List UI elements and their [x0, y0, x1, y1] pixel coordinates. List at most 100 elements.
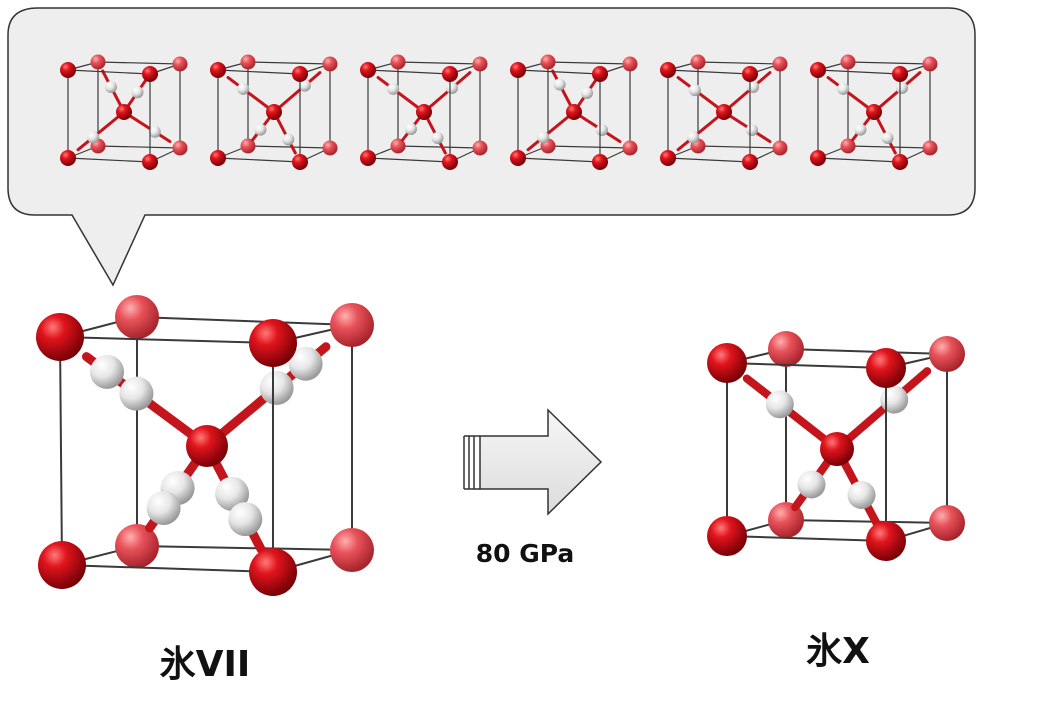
- hydrogen-atom: [431, 132, 444, 144]
- hydrogen-atom: [131, 86, 144, 99]
- oxygen-atom-center: [866, 104, 882, 120]
- oxygen-atom-back: [390, 54, 406, 70]
- oxygen-atom: [707, 343, 747, 383]
- cell-edge: [367, 157, 451, 163]
- hydrogen-atom: [90, 354, 125, 389]
- oxygen-atom-center: [266, 104, 282, 120]
- oxygen-atom: [810, 62, 826, 78]
- oxygen-atom-back: [115, 295, 159, 339]
- oh-bond: [376, 76, 426, 114]
- hydrogen-atom: [215, 476, 250, 511]
- oxygen-atom-back: [690, 54, 706, 70]
- oxygen-atom: [60, 150, 76, 166]
- cell-edge: [817, 69, 901, 75]
- oxygen-atom: [892, 154, 908, 170]
- oxygen-atom-center: [116, 104, 132, 120]
- oh-bond: [226, 76, 276, 114]
- oh-bond: [676, 76, 726, 114]
- oh-bond: [422, 71, 472, 114]
- oh-bond: [272, 71, 322, 114]
- cell-edge: [547, 61, 631, 65]
- callout-variants: [60, 54, 938, 170]
- oxygen-atom-back: [240, 138, 256, 154]
- oxygen-atom-back: [330, 528, 374, 572]
- hydrogen-atom: [237, 82, 250, 95]
- oxygen-atom: [592, 154, 608, 170]
- oxygen-atom-center: [820, 432, 854, 466]
- cell-edge: [67, 69, 151, 75]
- cell-edge: [847, 145, 931, 149]
- oxygen-atom-back: [840, 138, 856, 154]
- cell-edge: [847, 61, 931, 65]
- cell-edge: [697, 145, 781, 149]
- oxygen-atom-back: [772, 56, 788, 72]
- hydrogen-atom: [405, 123, 417, 135]
- cell-edge: [517, 157, 601, 163]
- oxygen-atom-back: [390, 138, 406, 154]
- oxygen-atom: [360, 150, 376, 166]
- hydrogen-atom: [537, 131, 550, 144]
- oxygen-atom-back: [172, 140, 188, 156]
- oh-bond: [872, 71, 922, 114]
- hydrogen-atom: [688, 84, 701, 97]
- oxygen-atom-back: [240, 54, 256, 70]
- oxygen-atom-back: [768, 331, 804, 367]
- oxygen-atom-back: [922, 140, 938, 156]
- hydrogen-atom: [254, 123, 267, 136]
- oxygen-atom: [707, 516, 747, 556]
- oxygen-atom: [892, 66, 908, 82]
- callout-shape: [7, 7, 976, 287]
- oxygen-atom: [292, 154, 308, 170]
- oxygen-atom: [249, 319, 297, 367]
- transition-arrow: [463, 408, 603, 516]
- oxygen-atom: [742, 154, 758, 170]
- oxygen-atom: [249, 548, 297, 596]
- oxygen-atom-back: [322, 140, 338, 156]
- cell-edge: [726, 535, 887, 542]
- hydrogen-atom: [228, 502, 263, 537]
- oh-bond: [676, 110, 726, 152]
- oxygen-atom: [510, 62, 526, 78]
- callout-bubble: [7, 7, 976, 287]
- oxygen-atom: [810, 150, 826, 166]
- cell-edge: [547, 145, 631, 149]
- cell-edge: [217, 157, 301, 163]
- cell-edge: [397, 61, 481, 65]
- oxygen-atom: [866, 348, 906, 388]
- cell-edge: [397, 145, 481, 149]
- oxygen-atom: [442, 154, 458, 170]
- oxygen-atom-back: [929, 336, 965, 372]
- pressure-label: 80 GPa: [476, 539, 575, 568]
- cell-edge: [136, 316, 353, 326]
- oxygen-atom: [292, 66, 308, 82]
- hydrogen-atom: [880, 385, 909, 414]
- cell-edge: [97, 145, 181, 149]
- cell-edge: [59, 336, 274, 344]
- ice-vii-structure: [36, 295, 374, 596]
- oxygen-atom-back: [540, 54, 556, 70]
- oh-bond: [122, 110, 172, 144]
- cell-edge: [785, 519, 948, 524]
- oxygen-atom-back: [622, 56, 638, 72]
- oxygen-atom-back: [622, 140, 638, 156]
- hydrogen-atom: [259, 370, 294, 405]
- callout-variant: [510, 54, 638, 170]
- oxygen-atom-back: [922, 56, 938, 72]
- oxygen-atom: [210, 150, 226, 166]
- hydrogen-atom: [797, 470, 826, 499]
- cell-edge: [667, 69, 751, 75]
- oxygen-atom-back: [90, 54, 106, 70]
- oxygen-atom-back: [840, 54, 856, 70]
- oxygen-atom: [210, 62, 226, 78]
- oxygen-atom-back: [772, 140, 788, 156]
- ice-vii-label: 氷VII: [160, 644, 251, 685]
- oxygen-atom-back: [472, 140, 488, 156]
- callout-variant: [810, 54, 938, 170]
- oxygen-atom-back: [330, 303, 374, 347]
- callout-variant: [60, 54, 188, 170]
- oxygen-atom: [36, 313, 84, 361]
- oxygen-atom: [60, 62, 76, 78]
- oxygen-atom-back: [472, 56, 488, 72]
- oxygen-atom-back: [929, 505, 965, 541]
